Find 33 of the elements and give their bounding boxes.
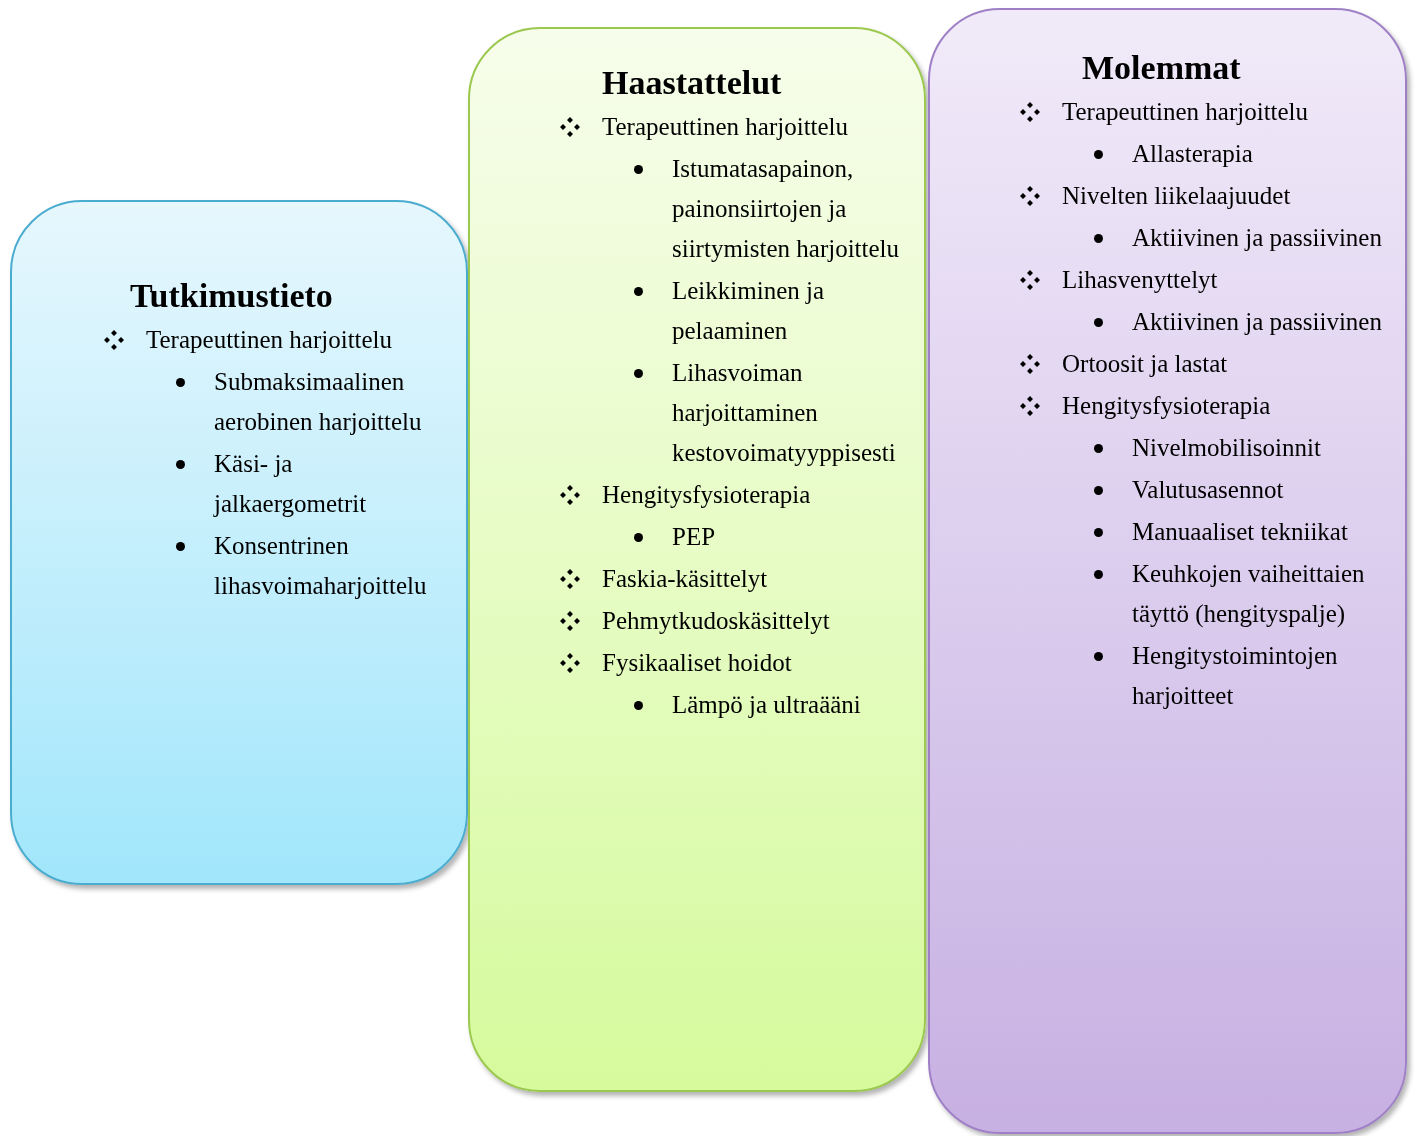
list-item: Käsi- ja jalkaergometrit	[214, 449, 368, 519]
list-item: Nivelmobilisoinnit	[1132, 433, 1321, 463]
list-item: PEP	[672, 522, 716, 552]
list-item: Istumatasapainon, painonsiirtojen ja siirtymisten harjoittelu	[672, 154, 901, 264]
list-item: Keuhkojen vaiheittaien täyttö (hengityspalje)	[1132, 559, 1366, 630]
list-item: Fysikaaliset hoidot	[602, 648, 792, 678]
list-item: Nivelten liikelaajuudet	[1062, 181, 1291, 211]
list-item: Manuaaliset tekniikat	[1132, 517, 1348, 547]
list-item: Aktiivinen ja passiivinen	[1132, 307, 1382, 337]
list-item: Terapeuttinen harjoittelu	[146, 325, 393, 355]
list-item: Terapeuttinen harjoittelu	[1062, 97, 1309, 127]
rounded-panel	[10, 200, 468, 885]
list-item: Lihasvoiman harjoittaminen kestovoimatyyppisesti	[672, 358, 897, 468]
list-item: Faskia-käsittelyt	[602, 564, 768, 594]
rounded-panel	[928, 8, 1407, 1134]
list-item: Allasterapia	[1132, 139, 1253, 169]
list-item: Lämpö ja ultraääni	[672, 690, 861, 720]
list-item: Hengitystoimintojen harjoitteet	[1132, 641, 1339, 711]
list-item: Submaksimaalinen aerobinen harjoittelu	[214, 367, 423, 437]
list-item: Valutusasennot	[1132, 475, 1284, 505]
list-item: Lihasvenyttelyt	[1062, 265, 1218, 295]
rounded-panel	[468, 27, 926, 1092]
list-item: Hengitysfysioterapia	[602, 480, 811, 510]
panel-heading: Haastattelut	[602, 64, 782, 101]
panel-heading: Tutkimustieto	[130, 277, 333, 314]
list-item: Leikkiminen ja pelaaminen	[672, 276, 826, 346]
list-item: Konsentrinen lihasvoimaharjoittelu	[214, 531, 428, 601]
list-item: Hengitysfysioterapia	[1062, 391, 1271, 421]
list-item: Ortoosit ja lastat	[1062, 349, 1228, 379]
panel-heading: Molemmat	[1082, 49, 1241, 86]
list-item: Pehmytkudoskäsittelyt	[602, 606, 830, 636]
list-item: Aktiivinen ja passiivinen	[1132, 223, 1382, 253]
list-item: Terapeuttinen harjoittelu	[602, 112, 849, 142]
